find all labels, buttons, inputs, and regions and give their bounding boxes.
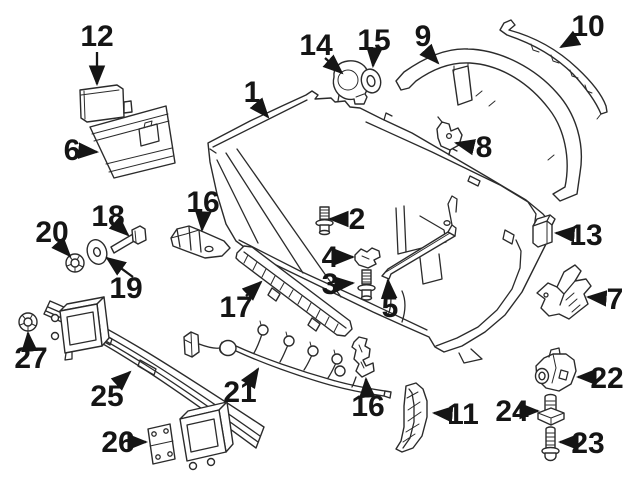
part-7-side-bracket[interactable] bbox=[536, 264, 592, 320]
callout-label-24[interactable]: 24 bbox=[495, 395, 529, 428]
callout-label-22[interactable]: 22 bbox=[590, 362, 623, 395]
callout-label-20[interactable]: 20 bbox=[35, 216, 68, 249]
callout-label-25[interactable]: 25 bbox=[90, 380, 123, 413]
callout-label-3[interactable]: 3 bbox=[322, 268, 339, 301]
part-10-trim-strip[interactable] bbox=[499, 19, 608, 120]
callout-label-1[interactable]: 1 bbox=[244, 76, 261, 109]
part-15-sensor-ring[interactable] bbox=[359, 67, 384, 95]
callout-labels: 12 14 15 9 10 1 6 8 2 16 13 18 20 19 4 3… bbox=[14, 10, 623, 460]
callout-label-23[interactable]: 23 bbox=[571, 427, 604, 460]
part-4-clip[interactable] bbox=[354, 247, 381, 269]
callout-label-15[interactable]: 15 bbox=[357, 24, 390, 57]
part-17-energy-absorber[interactable] bbox=[235, 245, 353, 337]
callout-label-19[interactable]: 19 bbox=[109, 272, 142, 305]
callout-label-17[interactable]: 17 bbox=[219, 291, 252, 324]
part-23-bolt[interactable] bbox=[541, 426, 560, 462]
callout-arrows bbox=[21, 30, 608, 451]
callout-label-6[interactable]: 6 bbox=[64, 134, 81, 167]
callout-label-21[interactable]: 21 bbox=[223, 376, 256, 409]
callout-label-10[interactable]: 10 bbox=[571, 10, 604, 43]
part-27-push-nut[interactable] bbox=[18, 312, 38, 332]
part-22-sensor-bracket[interactable] bbox=[534, 347, 577, 392]
callout-label-16a[interactable]: 16 bbox=[186, 186, 219, 219]
part-18-pin[interactable] bbox=[110, 225, 147, 254]
part-21-wiring-harness[interactable] bbox=[183, 320, 392, 399]
part-13-spacer-clip[interactable] bbox=[532, 214, 556, 248]
part-11-side-spat[interactable] bbox=[395, 382, 428, 453]
part-16-bracket-left[interactable] bbox=[170, 225, 231, 259]
callout-label-18[interactable]: 18 bbox=[91, 200, 124, 233]
part-2-bolt[interactable] bbox=[315, 206, 334, 236]
part-9-upper-valance[interactable] bbox=[395, 48, 583, 202]
part-20-push-nut[interactable] bbox=[65, 253, 85, 273]
callout-label-9[interactable]: 9 bbox=[415, 20, 432, 53]
callout-label-4[interactable]: 4 bbox=[322, 241, 339, 274]
part-1-bumper-cover[interactable] bbox=[207, 90, 552, 364]
part-24-stud-nut[interactable] bbox=[537, 393, 565, 426]
callout-label-8[interactable]: 8 bbox=[476, 131, 493, 164]
callout-label-7[interactable]: 7 bbox=[607, 283, 624, 316]
callout-label-14[interactable]: 14 bbox=[299, 29, 333, 62]
callout-label-13[interactable]: 13 bbox=[569, 219, 602, 252]
callout-label-5[interactable]: 5 bbox=[382, 291, 399, 324]
callout-label-27[interactable]: 27 bbox=[14, 342, 47, 375]
part-26-mount-plate[interactable] bbox=[147, 423, 176, 465]
callout-label-2[interactable]: 2 bbox=[349, 203, 366, 236]
part-25-impact-bar[interactable] bbox=[43, 296, 265, 471]
part-3-bolt[interactable] bbox=[357, 269, 376, 301]
callout-label-26[interactable]: 26 bbox=[101, 426, 134, 459]
part-5-lower-molding[interactable] bbox=[381, 195, 458, 280]
part-6-step-pad[interactable] bbox=[89, 105, 176, 179]
callout-label-16b[interactable]: 16 bbox=[351, 390, 384, 423]
part-16-bracket-right[interactable] bbox=[351, 336, 375, 378]
part-12-control-module[interactable] bbox=[79, 84, 133, 123]
callout-label-12[interactable]: 12 bbox=[80, 20, 113, 53]
callout-label-11[interactable]: 11 bbox=[447, 398, 479, 431]
part-19-washer[interactable] bbox=[84, 237, 110, 267]
